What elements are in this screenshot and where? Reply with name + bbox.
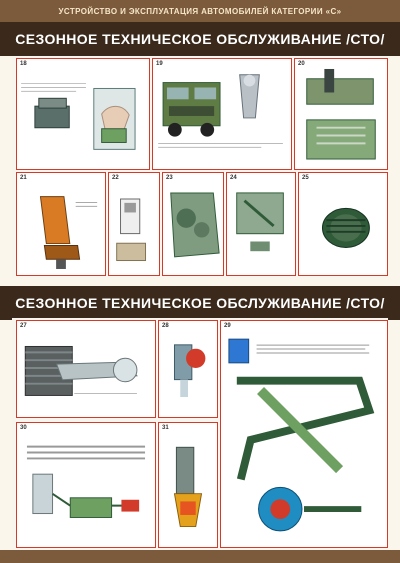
battery-service-illustration xyxy=(21,83,136,150)
panel-number: 21 xyxy=(20,175,27,181)
panel-number: 25 xyxy=(302,175,309,181)
filter-illustration xyxy=(321,207,370,248)
panel-number: 27 xyxy=(20,323,27,329)
seat-illustration xyxy=(39,196,98,269)
chassis-part-illustration xyxy=(236,192,284,252)
panel-27: 27 xyxy=(16,320,156,418)
panel-25: 25 xyxy=(298,172,388,276)
panel-24: 24 xyxy=(226,172,296,276)
engine-bay-illustration xyxy=(170,192,220,258)
panel-number: 23 xyxy=(166,175,173,181)
bottom-panel-area: 27 28 29 xyxy=(12,318,388,550)
panel-number: 22 xyxy=(112,175,119,181)
top-panel-area: 18 19 xyxy=(12,56,388,278)
section-title-1: СЕЗОННОЕ ТЕХНИЧЕСКОЕ ОБСЛУЖИВАНИЕ /СТО/ xyxy=(0,22,400,56)
valve-illustration xyxy=(173,344,206,398)
truck-front-illustration xyxy=(158,74,283,148)
pump-illustration xyxy=(173,446,203,528)
panel-number: 20 xyxy=(298,61,305,67)
panel-number: 24 xyxy=(230,175,237,181)
control-switch-illustration xyxy=(116,198,147,262)
panel-number: 30 xyxy=(20,425,27,431)
panel-number: 18 xyxy=(20,61,27,67)
panel-28: 28 xyxy=(158,320,218,418)
panel-23: 23 xyxy=(162,172,224,276)
axle-tire-illustration xyxy=(24,345,138,396)
panel-29: 29 xyxy=(220,320,388,548)
panel-number: 19 xyxy=(156,61,163,67)
section-title-2: СЕЗОННОЕ ТЕХНИЧЕСКОЕ ОБСЛУЖИВАНИЕ /СТО/ xyxy=(0,286,400,320)
panel-22: 22 xyxy=(108,172,160,276)
panel-31: 31 xyxy=(158,422,218,548)
bottom-strip xyxy=(0,550,400,563)
heater-component-illustration xyxy=(306,68,376,160)
panel-number: 28 xyxy=(162,323,169,329)
panel-18: 18 xyxy=(16,58,150,170)
poster-title: УСТРОЙСТВО И ЭКСПЛУАТАЦИЯ АВТОМОБИЛЕЙ КА… xyxy=(58,6,342,16)
cooling-system-diagram xyxy=(228,338,375,532)
panel-number: 29 xyxy=(224,323,231,329)
panel-21: 21 xyxy=(16,172,106,276)
panel-number: 31 xyxy=(162,425,169,431)
panel-19: 19 xyxy=(152,58,292,170)
top-bar xyxy=(0,0,400,22)
fuel-system-illustration xyxy=(26,445,146,518)
panel-20: 20 xyxy=(294,58,388,170)
panel-30: 30 xyxy=(16,422,156,548)
